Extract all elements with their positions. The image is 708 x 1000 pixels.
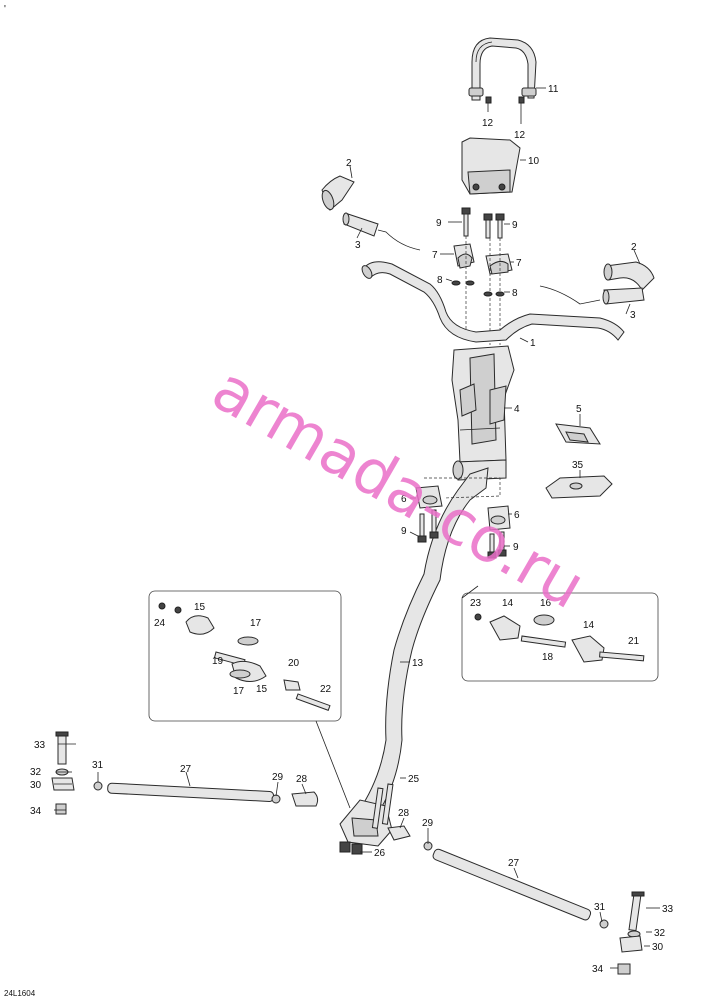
callout-14-right: 14 — [583, 620, 595, 631]
washer-8-right — [483, 291, 505, 297]
nuts-26 — [339, 841, 363, 855]
callout-31-right: 31 — [594, 902, 606, 913]
callout-5: 5 — [576, 404, 582, 415]
callout-18: 18 — [542, 652, 554, 663]
callout-12-right: 12 — [514, 130, 526, 141]
callout-13: 13 — [412, 658, 424, 669]
tie-rod-right — [387, 825, 609, 929]
callout-28-left: 28 — [296, 774, 308, 785]
callout-24: 24 — [154, 618, 166, 629]
callout-33-right: 33 — [662, 904, 674, 915]
tie-rod-left — [93, 781, 319, 807]
callout-8-right: 8 — [512, 288, 518, 299]
callout-3-right: 3 — [630, 310, 636, 321]
callout-7-left: 7 — [432, 250, 438, 261]
grab-handle-part — [468, 37, 537, 101]
callout-29-right: 29 — [422, 818, 434, 829]
bracket-5-part — [555, 423, 601, 445]
ball-joint-right — [617, 891, 645, 975]
callout-30-right: 30 — [652, 942, 664, 953]
bolt-9-lower-left — [417, 509, 439, 543]
grip-left-part — [321, 175, 355, 211]
callout-30-left: 30 — [30, 780, 42, 791]
callout-11: 11 — [548, 84, 559, 95]
callout-20: 20 — [288, 658, 300, 669]
callout-23: 23 — [470, 598, 482, 609]
screw-12-right — [518, 96, 525, 124]
bolt-9-top-right — [495, 213, 505, 239]
callout-9-lower-right: 9 — [513, 542, 519, 553]
callout-27-right: 27 — [508, 858, 520, 869]
callout-12-left: 12 — [482, 118, 494, 129]
callout-26: 26 — [374, 848, 386, 859]
diagram-code: 24L1604 — [4, 989, 36, 998]
callout-7-right: 7 — [516, 258, 522, 269]
callout-32-left: 32 — [30, 767, 42, 778]
callout-6-right: 6 — [514, 510, 520, 521]
callout-8-left: 8 — [437, 275, 443, 286]
callout-25: 25 — [408, 774, 420, 785]
bolts-25 — [371, 783, 394, 829]
screw-12-left — [485, 96, 492, 112]
bolt-9-top-left — [461, 207, 471, 237]
callout-22: 22 — [320, 684, 332, 695]
callout-29-left: 29 — [272, 772, 284, 783]
inset-box-left — [148, 590, 351, 809]
callout-3-left: 3 — [355, 240, 361, 251]
callout-14-left: 14 — [502, 598, 514, 609]
callout-27-left: 27 — [180, 764, 192, 775]
callout-15-top: 15 — [194, 602, 206, 613]
callout-10: 10 — [528, 156, 540, 167]
callout-4: 4 — [514, 404, 520, 415]
plate-35-part — [545, 475, 613, 499]
callout-labels: 11 12 12 10 2 3 9 9 7 7 8 8 2 3 1 4 5 35… — [30, 84, 674, 975]
block-6-left — [415, 485, 443, 509]
callout-32-right: 32 — [654, 928, 666, 939]
watermark-text: armada-co.ru — [201, 352, 598, 623]
clamp-7-left — [453, 243, 475, 269]
block-6-right — [487, 505, 511, 531]
callout-34-left: 34 — [30, 806, 42, 817]
callout-21: 21 — [628, 636, 640, 647]
callout-28-right: 28 — [398, 808, 410, 819]
callout-9-top-left: 9 — [436, 218, 442, 229]
leader-lines — [54, 87, 660, 969]
callout-34-right: 34 — [592, 964, 604, 975]
callout-15-bottom: 15 — [256, 684, 268, 695]
bolt-9-top-mid — [483, 213, 493, 239]
inset-box-right — [461, 585, 659, 682]
grip-right-part — [603, 261, 655, 291]
callout-31-left: 31 — [92, 760, 104, 771]
throttle-right-part — [539, 285, 645, 305]
callout-2-right: 2 — [631, 242, 637, 253]
bolt-9-lower-right — [487, 531, 507, 559]
corner-mark: ' — [4, 4, 6, 15]
clamp-7-right — [485, 253, 513, 275]
callout-17-top: 17 — [250, 618, 262, 629]
handlebar-part — [361, 261, 625, 343]
callout-16: 16 — [540, 598, 552, 609]
callout-9-lower-left: 9 — [401, 526, 407, 537]
callout-2-left: 2 — [346, 158, 352, 169]
handlebar-cover-part — [461, 137, 521, 195]
throttle-left-part — [342, 212, 421, 251]
callout-6-left: 6 — [401, 494, 407, 505]
callout-17-bottom: 17 — [233, 686, 245, 697]
washer-8-left — [451, 280, 475, 286]
steering-riser-part — [451, 345, 515, 463]
callout-35: 35 — [572, 460, 584, 471]
callout-9-top-right: 9 — [512, 220, 518, 231]
callout-19: 19 — [212, 656, 224, 667]
callout-33-left: 33 — [34, 740, 46, 751]
callout-1: 1 — [530, 338, 536, 349]
